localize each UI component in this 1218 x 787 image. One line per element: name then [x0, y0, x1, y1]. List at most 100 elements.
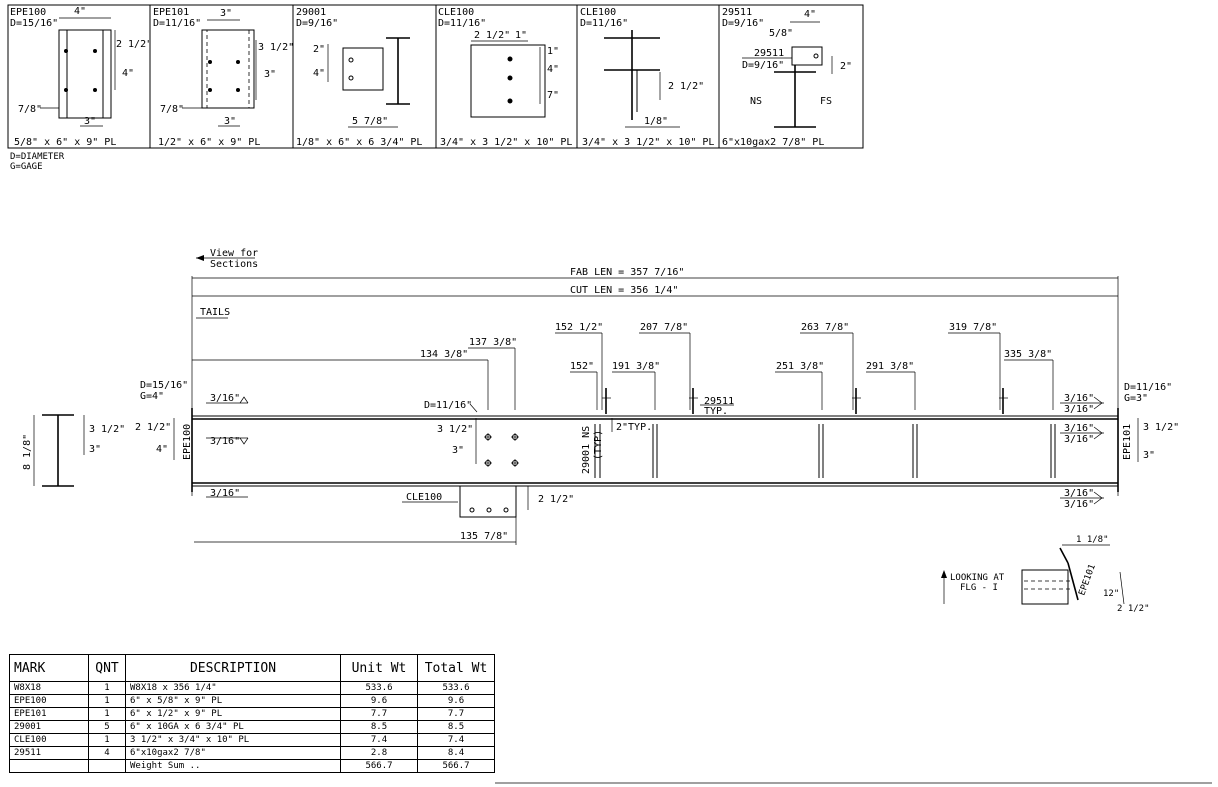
table-row: W8X18 1 W8X18 x 356 1/4" 533.6 533.6 [9, 681, 495, 695]
bom-header-mark: MARK [9, 654, 89, 682]
detail-hole: D=11/16" [153, 18, 201, 29]
dim-label: FS [820, 96, 832, 107]
table-row: EPE100 1 6" x 5/8" x 9" PL 9.6 9.6 [9, 694, 495, 708]
bom-total-wt: 7.4 [417, 733, 495, 747]
dim-label: 3" [224, 116, 236, 127]
dim-label: 5 7/8" [352, 116, 388, 127]
right-end-hole: D=11/16" [1124, 382, 1172, 393]
bom-description: 3 1/2" x 3/4" x 10" PL [125, 733, 341, 747]
bom-total-wt: 533.6 [417, 681, 495, 695]
detail-mark: CLE100 [438, 7, 474, 18]
right-end-dim: 3" [1143, 450, 1155, 461]
weld-label: 3/16" [1064, 434, 1094, 445]
detail-caption: 5/8" x 6" x 9" PL [14, 137, 116, 148]
dim-label: 2 1/2" [474, 30, 510, 41]
dim-label: 7" [547, 90, 559, 101]
detail-epe100: EPE100 D=15/16" 4" 2 1/2" 4" 7/8" 3" 5/8… [10, 6, 152, 148]
bom-mark [9, 759, 89, 773]
detail-hole: D=15/16" [10, 18, 58, 29]
bom-qnt: 1 [88, 733, 126, 747]
typ-label: TYP. [704, 406, 728, 417]
bom-description: 6"x10gax2 7/8" [125, 746, 341, 760]
table-row: 29511 4 6"x10gax2 7/8" 2.8 8.4 [9, 746, 495, 760]
detail-mark: CLE100 [580, 7, 616, 18]
cle-clip [459, 485, 517, 518]
dim-label: 4" [547, 64, 559, 75]
bom-total-wt: 7.7 [417, 707, 495, 721]
dim-label: 2 1/2" [668, 81, 704, 92]
web-holes [484, 433, 519, 467]
dim-label: 4" [74, 6, 86, 17]
detail-epe101: EPE101 D=11/16" 3" 3 1/2" 3" 7/8" 3" 1/2… [153, 7, 294, 148]
view-note-line1: View for [210, 248, 258, 259]
cle-dim: 2 1/2" [538, 494, 574, 505]
weld-label: 3/16" [1064, 488, 1094, 499]
dim-top: 137 3/8" [469, 337, 517, 348]
dim-top: 152 1/2" [555, 322, 603, 333]
bom-total-wt: 9.6 [417, 694, 495, 708]
detail-caption: 1/8" x 6" x 6 3/4" PL [296, 137, 422, 148]
legend-diameter: D=DIAMETER [10, 152, 65, 162]
bom-mark: W8X18 [9, 681, 89, 695]
bom-header-row: MARK QNT DESCRIPTION Unit Wt Total Wt [9, 654, 495, 682]
top-clips [602, 388, 1008, 414]
right-end-dim: 3 1/2" [1143, 422, 1179, 433]
dim-top: 152" [570, 361, 594, 372]
bom-qnt: 1 [88, 681, 126, 695]
weld-label: 3/16" [210, 436, 240, 447]
dim-top: 207 7/8" [640, 322, 688, 333]
section-dim: 3 1/2" [89, 424, 125, 435]
weld-label: 3/16" [1064, 423, 1094, 434]
left-end-hole: D=15/16" [140, 380, 188, 391]
bom-unit-wt: 7.4 [340, 733, 418, 747]
left-end-gage: G=4" [140, 391, 164, 402]
bom-header-qnt: QNT [88, 654, 126, 682]
dim-label: 3 1/2" [258, 42, 294, 53]
bom-description: W8X18 x 356 1/4" [125, 681, 341, 695]
bom-mark: 29511 [9, 746, 89, 760]
dim-label: 29511 [754, 48, 784, 59]
section-dim: 3" [89, 444, 101, 455]
bom-description: 6" x 5/8" x 9" PL [125, 694, 341, 708]
detail-mark: 29001 [296, 7, 326, 18]
stiffeners [594, 424, 1056, 478]
bom-qnt: 1 [88, 707, 126, 721]
weld-label: 3/16" [1064, 404, 1094, 415]
typ2-label: 2"TYP. [616, 422, 652, 433]
main-elevation: View for Sections FAB LEN = 357 7/16" CU… [22, 248, 1179, 545]
end-view: LOOKING AT FLG - I EPE101 1 1/8" 12" 2 1… [941, 535, 1150, 614]
right-end-gage: G=3" [1124, 393, 1148, 404]
bom-mark: EPE101 [9, 707, 89, 721]
stiffener-label: 29001 NS [581, 426, 592, 474]
bom-total-wt: 8.4 [417, 746, 495, 760]
weld-label: 3/16" [1064, 499, 1094, 510]
dim-label: 3" [220, 8, 232, 19]
detail-hole: D=9/16" [722, 18, 764, 29]
table-row: 29001 5 6" x 10GA x 6 3/4" PL 8.5 8.5 [9, 720, 495, 734]
dim-label: 4" [122, 68, 134, 79]
fab-length: FAB LEN = 357 7/16" [570, 267, 684, 278]
dim-label: 7/8" [18, 104, 42, 115]
detail-strip: EPE100 D=15/16" 4" 2 1/2" 4" 7/8" 3" 5/8… [7, 4, 864, 149]
dim-label: 4" [313, 68, 325, 79]
dim-label: NS [750, 96, 762, 107]
dim-label: 1/8" [644, 116, 668, 127]
dim-label: 1" [515, 30, 527, 41]
bom-qnt: 1 [88, 694, 126, 708]
dim-top: 291 3/8" [866, 361, 914, 372]
mark-29511: 29511 [704, 396, 734, 407]
dim-top: 134 3/8" [420, 349, 468, 360]
dim-label: 5/8" [769, 28, 793, 39]
beam-web [191, 415, 1119, 487]
legend-gage: G=GAGE [10, 162, 43, 172]
end-view-dim: 1 1/8" [1076, 535, 1109, 545]
dim-top: 319 7/8" [949, 322, 997, 333]
detail-caption: 3/4" x 3 1/2" x 10" PL [582, 137, 714, 148]
tails-label: TAILS [200, 307, 230, 318]
detail-caption: 1/2" x 6" x 9" PL [158, 137, 260, 148]
left-end-dim: 4" [156, 444, 168, 455]
weld-label: 3/16" [210, 488, 240, 499]
bom-unit-wt: 2.8 [340, 746, 418, 760]
dim-label: 7/8" [160, 104, 184, 115]
bom-unit-wt-sum: 566.7 [340, 759, 418, 773]
